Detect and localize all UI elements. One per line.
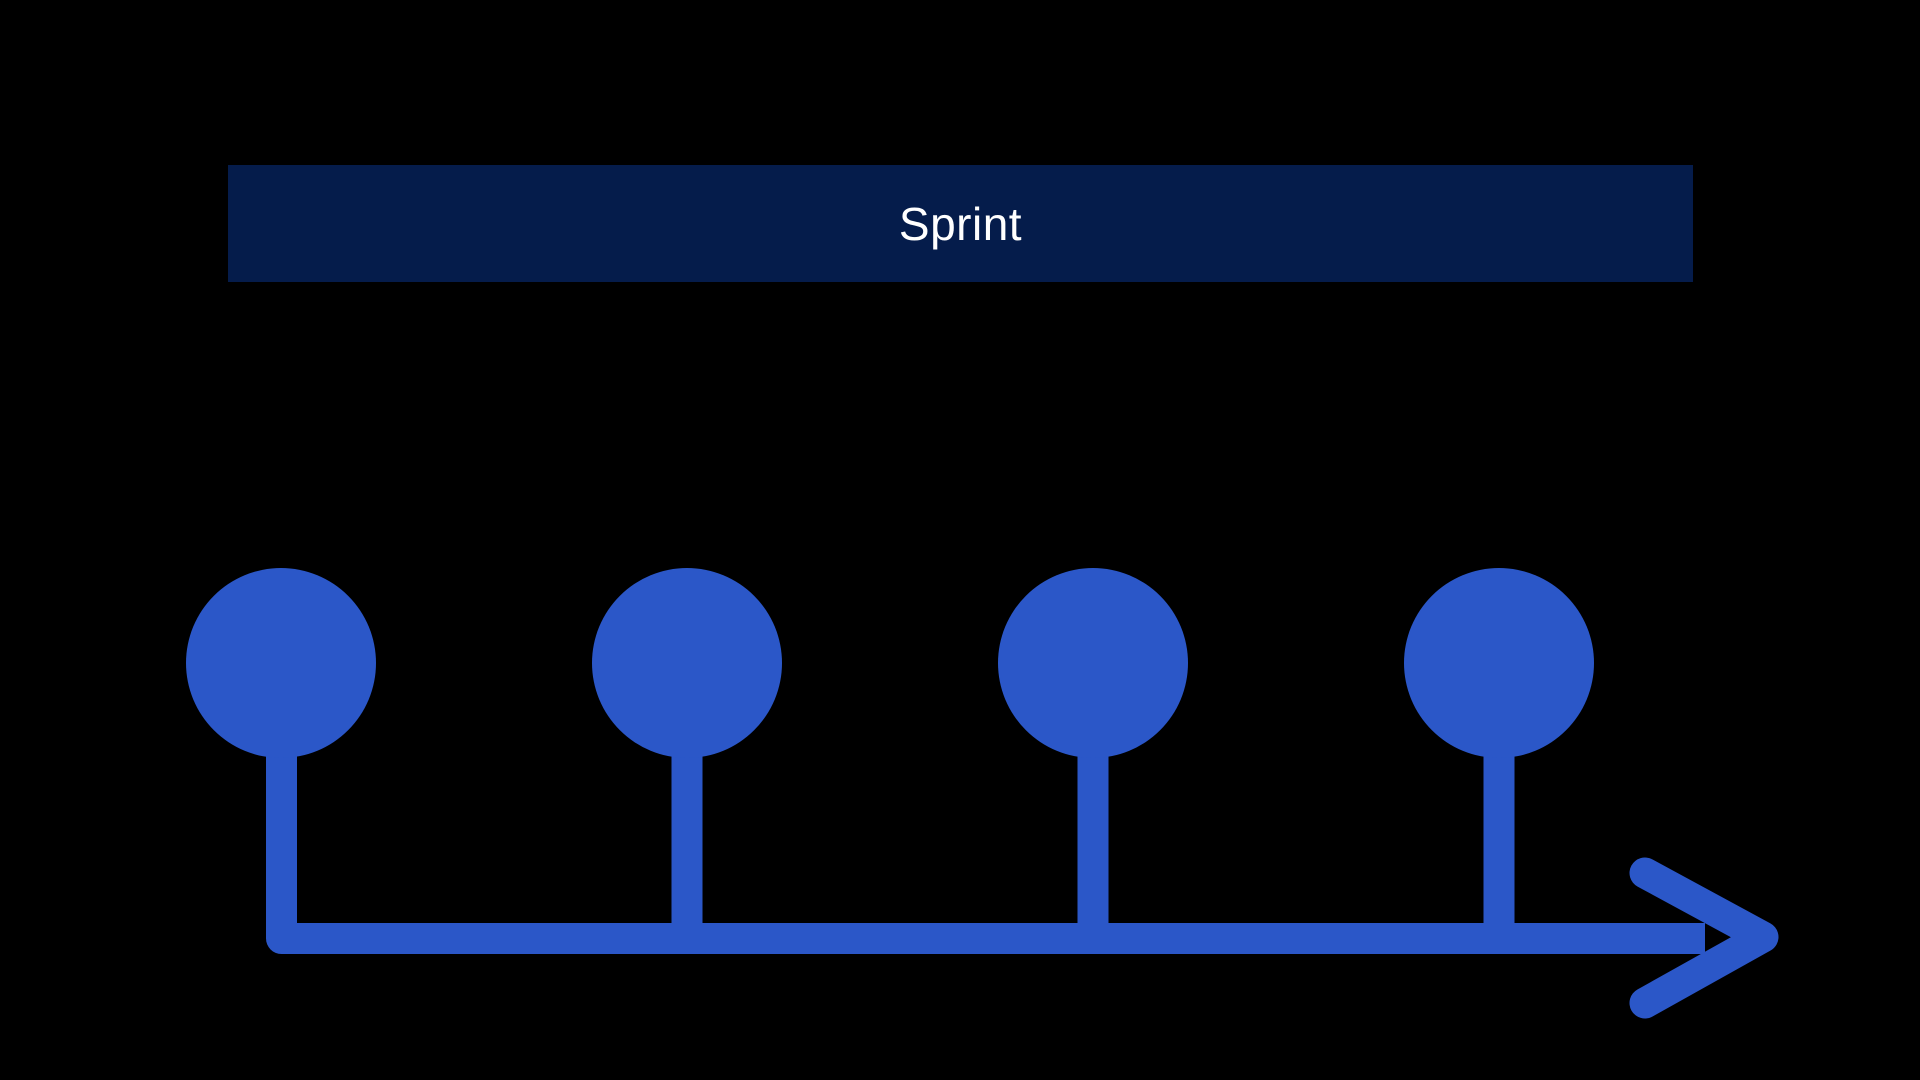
sprint-banner: Sprint xyxy=(228,165,1693,282)
sprint-banner-label: Sprint xyxy=(898,197,1023,250)
milestone-marker xyxy=(186,568,376,758)
milestone-marker xyxy=(592,568,782,758)
milestone-marker xyxy=(1404,568,1594,758)
timeline-axis-line xyxy=(266,750,1705,954)
milestone-marker xyxy=(998,568,1188,758)
arrowhead-icon xyxy=(1629,857,1779,1019)
